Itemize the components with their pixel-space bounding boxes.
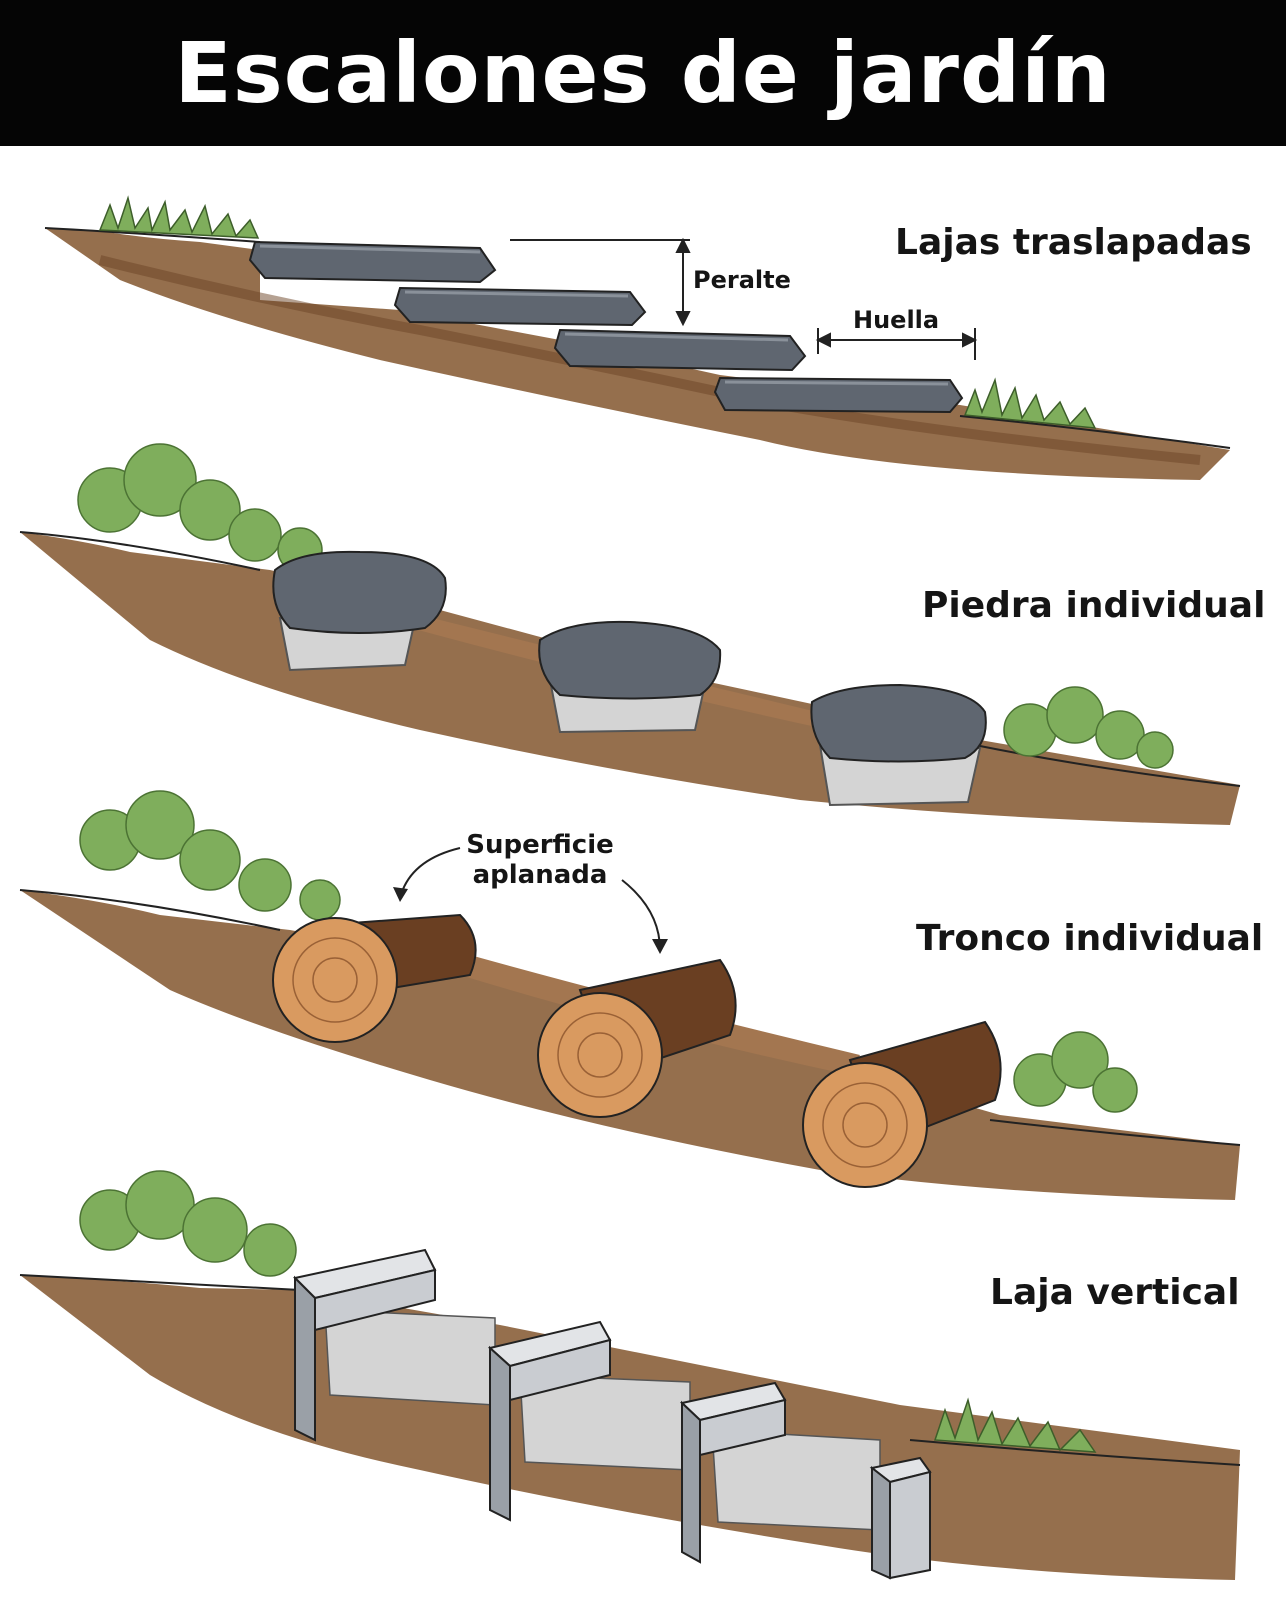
ground-line-low [959,415,1231,449]
slab-3 [553,328,807,372]
peralte-label: Peralte [693,266,791,294]
laja-vertical-illustration [19,1170,1241,1580]
callout-arrowheads [393,887,668,954]
ground-line [44,227,261,243]
section-label-tronco: Tronco individual [916,918,1264,959]
section-tronco-individual: Superficie aplanada Tronco individual [0,790,1286,1210]
ground-line-low [989,1119,1241,1146]
section-label-piedra: Piedra individual [922,585,1266,626]
slab-4 [713,376,964,414]
section-label-vertical: Laja vertical [990,1272,1240,1313]
stone-3 [810,683,987,763]
shrub-left [79,1170,297,1277]
huella-dimension [815,328,978,360]
vertical-slab-3 [679,1381,787,1564]
ground-line [19,531,261,571]
vertical-slab-2 [487,1320,612,1522]
stone-2 [538,620,722,700]
grass-bottom [963,377,1097,429]
stone-1 [272,550,447,634]
section-lajas-traslapadas: Lajas traslapadas Peralte Huella [0,190,1286,490]
piedra-illustration [19,443,1241,825]
tronco-illustration [19,790,1241,1200]
section-piedra-individual: Piedra individual [0,440,1286,830]
peralte-dimension [510,237,691,327]
shrub-right [1003,686,1174,769]
ground-line-low [979,745,1241,787]
callout-label: Superficie aplanada [460,830,620,890]
ground-line-low [909,1439,1241,1466]
soil-slope [45,228,1230,480]
soil-shadow [98,255,1201,465]
shrub-left [79,790,341,921]
gravel-fill-1 [324,1309,496,1406]
callout-line-2: aplanada [472,860,608,890]
slab-1 [248,240,497,284]
log-1 [272,913,477,1043]
callout-line-1: Superficie [466,830,614,860]
page-title: Escalones de jardín [174,24,1112,122]
slab-2 [393,286,647,327]
log-2 [537,958,737,1118]
title-bar: Escalones de jardín [0,0,1286,146]
lajas-illustration [44,195,1231,480]
ground-line [19,889,281,931]
grass-top [98,195,260,239]
grass-right [933,1397,1097,1453]
vertical-slab-1 [292,1248,437,1442]
section-label-lajas: Lajas traslapadas [895,222,1252,263]
vertical-slab-4 [869,1456,932,1580]
huella-label: Huella [853,306,940,334]
log-3 [802,1020,1002,1188]
ground-line [19,1274,301,1291]
section-laja-vertical: Laja vertical [0,1150,1286,1590]
shrub-right [1013,1031,1138,1113]
